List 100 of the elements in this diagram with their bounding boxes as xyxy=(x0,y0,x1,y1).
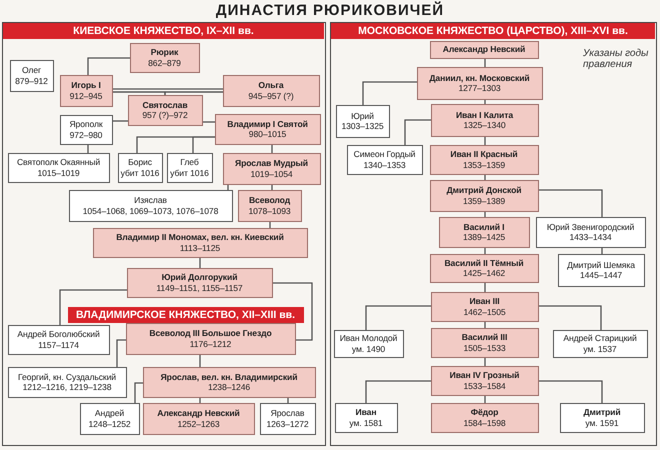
ruler-box xyxy=(430,328,538,358)
ruler-box xyxy=(60,74,112,106)
reign-dates: 1252–1263 xyxy=(177,418,220,429)
ruler-name: Василий II Тёмный xyxy=(444,258,524,268)
reign-dates: ум. 1537 xyxy=(583,344,617,354)
ruler-name: Иван xyxy=(356,407,376,418)
reign-dates: 862–879 xyxy=(148,58,181,68)
ruler-box xyxy=(438,216,530,248)
ruler-box xyxy=(222,74,320,106)
ruler-name: Ярослав xyxy=(270,408,304,418)
lineage-line xyxy=(87,57,130,75)
ruler-box xyxy=(430,40,538,58)
ruler-box xyxy=(92,228,308,258)
lineage-line xyxy=(484,358,486,366)
relative-box xyxy=(68,190,232,222)
relative-box xyxy=(60,114,112,144)
reign-dates: 1303–1325 xyxy=(341,121,384,132)
ruler-name: Александр Невский xyxy=(442,44,526,55)
relative-box xyxy=(536,216,646,248)
lineage-line xyxy=(164,91,223,95)
lineage-line xyxy=(484,283,486,292)
ruler-name: Игорь I xyxy=(71,80,101,90)
relative-box xyxy=(260,402,316,434)
reign-dates: 1340–1353 xyxy=(363,160,406,170)
reign-dates: 972–980 xyxy=(70,130,102,140)
ruler-name: Юрий Звенигородский xyxy=(546,222,634,232)
ruler-box xyxy=(430,402,538,432)
ruler-name: Рюрик xyxy=(150,47,178,58)
ruler-name: Ярослав Мудрый xyxy=(235,158,308,168)
reign-dates: 1425–1462 xyxy=(462,268,506,278)
section-header: МОСКОВСКОЕ КНЯЖЕСТВО (ЦАРСТВО), XIII–XVI вв. xyxy=(331,23,655,39)
lineage-line xyxy=(539,189,603,217)
ruler-name: Симеон Гордый xyxy=(354,149,416,160)
lineage-line xyxy=(539,305,602,330)
relative-box xyxy=(8,152,110,182)
lineage-line xyxy=(271,185,273,190)
reign-dates: 1176–1212 xyxy=(190,338,232,349)
reign-dates: 1212–1216, 1219–1238 xyxy=(22,382,112,392)
lineage-line xyxy=(365,380,431,403)
ruler-box xyxy=(430,104,538,136)
ruler-box xyxy=(142,402,254,434)
reign-dates: 1325–1340 xyxy=(463,120,506,130)
ruler-name: Юрий xyxy=(351,110,374,121)
reign-dates: 1462–1505 xyxy=(463,306,506,317)
ruler-name: Олег xyxy=(22,65,42,76)
lineage-line xyxy=(87,145,89,153)
lineage-line xyxy=(539,380,603,403)
ruler-name: Александр Невский xyxy=(157,408,240,418)
reign-dates: 957 (?)–972 xyxy=(142,110,188,120)
note-text: Указаны годы правления xyxy=(583,48,650,70)
relative-box xyxy=(336,104,390,138)
reign-dates: 1015–1019 xyxy=(37,168,80,178)
ruler-box xyxy=(126,322,296,354)
lineage-line xyxy=(134,382,143,403)
reign-dates: 912–945 xyxy=(70,90,102,101)
lineage-line xyxy=(192,136,215,153)
reign-dates: 1113–1125 xyxy=(180,242,220,253)
reign-dates: 1149–1151, 1155–1157 xyxy=(156,282,243,293)
lineage-line xyxy=(116,339,126,367)
relative-box xyxy=(166,152,212,182)
relative-box xyxy=(558,254,644,286)
relative-box xyxy=(334,402,398,432)
lineage-line xyxy=(271,145,273,153)
lineage-line xyxy=(484,137,486,145)
lineage-line xyxy=(484,322,486,328)
ruler-name: Дмитрий Шемяка xyxy=(567,260,635,270)
ruler-box xyxy=(430,366,538,396)
ruler-name: Василий I xyxy=(464,222,504,232)
ruler-name: Дмитрий Донской xyxy=(446,185,522,196)
ruler-name: Иван III xyxy=(469,296,500,306)
ruler-name: Иван II Красный xyxy=(450,149,518,160)
lineage-line xyxy=(484,396,486,403)
ruler-name: Глеб xyxy=(180,157,199,168)
ruler-box xyxy=(430,180,538,212)
ruler-name: Даниил, кн. Московский xyxy=(429,72,530,83)
relative-box xyxy=(346,144,422,174)
lineage-line xyxy=(113,91,166,95)
diagram-title: ДИНАСТИЯ РЮРИКОВИЧЕЙ xyxy=(214,2,446,19)
lineage-line xyxy=(484,175,486,180)
ruler-box xyxy=(416,66,542,100)
ruler-name: Юрий Долгорукий xyxy=(162,272,238,282)
ruler-name: Святослав xyxy=(142,100,188,110)
reign-dates: 945–957 (?) xyxy=(248,90,294,101)
reign-dates: ум. 1490 xyxy=(352,344,386,354)
reign-dates: 1359–1389 xyxy=(462,196,506,206)
reign-dates: 879–912 xyxy=(15,76,48,86)
reign-dates: 1505–1533 xyxy=(463,342,506,353)
ruler-box xyxy=(430,144,538,174)
lineage-line xyxy=(484,100,486,104)
lineage-line xyxy=(273,282,313,341)
reign-dates: 1157–1174 xyxy=(38,340,79,350)
ruler-box xyxy=(430,254,538,282)
lineage-line xyxy=(484,212,486,217)
lineage-line xyxy=(287,398,289,403)
ruler-name: Иван IV Грозный xyxy=(450,370,520,380)
lineage-line xyxy=(113,120,128,122)
ruler-name: Борис xyxy=(128,157,152,168)
lineage-line xyxy=(203,121,215,123)
ruler-box xyxy=(142,366,316,398)
ruler-box xyxy=(128,94,202,126)
